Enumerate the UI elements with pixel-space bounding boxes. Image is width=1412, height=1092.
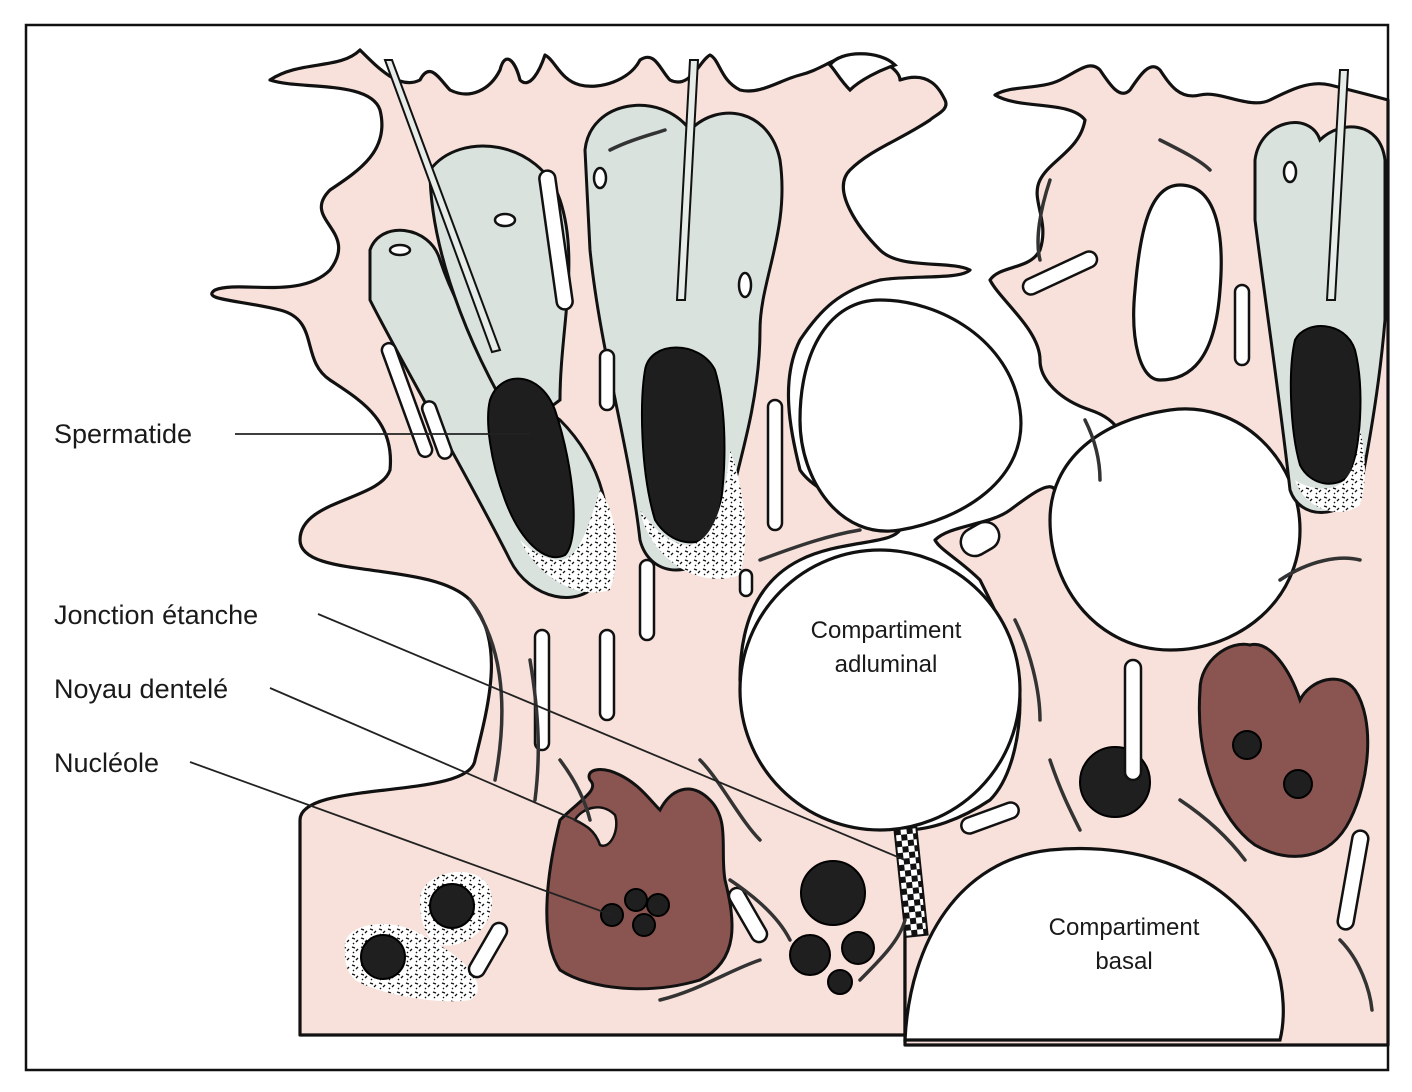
nucleoli-right bbox=[1232, 730, 1313, 799]
nucleus-indent bbox=[573, 806, 618, 847]
spermatid-1 bbox=[368, 59, 617, 599]
endoplasmic-reticulum bbox=[468, 138, 1374, 1012]
lumen-basal bbox=[903, 846, 1285, 1042]
leader-nucleole bbox=[189, 761, 613, 916]
label-nucleole: Nucléole bbox=[54, 748, 159, 778]
mitochondria bbox=[380, 160, 1370, 979]
lumen-adluminal bbox=[738, 548, 1022, 832]
leader-jonction bbox=[317, 613, 906, 861]
spermatid-2 bbox=[583, 59, 784, 579]
label-compartiment-adluminal-1: Compartiment bbox=[811, 617, 962, 644]
label-jonction-etanche: Jonction étanche bbox=[54, 600, 258, 630]
lumen-small-right bbox=[1132, 183, 1223, 382]
lumen-right bbox=[1048, 407, 1302, 652]
tight-junction bbox=[893, 826, 929, 938]
nucleus-right bbox=[1197, 642, 1370, 858]
gap-left-lower bbox=[30, 600, 298, 1060]
lumen-upper-middle bbox=[798, 298, 1023, 533]
spermatid-3 bbox=[1253, 69, 1387, 514]
lumen-top bbox=[827, 52, 898, 93]
label-compartiment-basal-2: basal bbox=[1095, 948, 1152, 975]
label-compartiment-adluminal-2: adluminal bbox=[835, 651, 938, 678]
lipid-granules bbox=[360, 746, 1151, 995]
label-compartiment-basal-1: Compartiment bbox=[1049, 914, 1200, 941]
leader-noyau bbox=[269, 687, 581, 823]
label-spermatide: Spermatide bbox=[54, 419, 192, 449]
label-noyau-dentele: Noyau dentelé bbox=[54, 674, 228, 704]
